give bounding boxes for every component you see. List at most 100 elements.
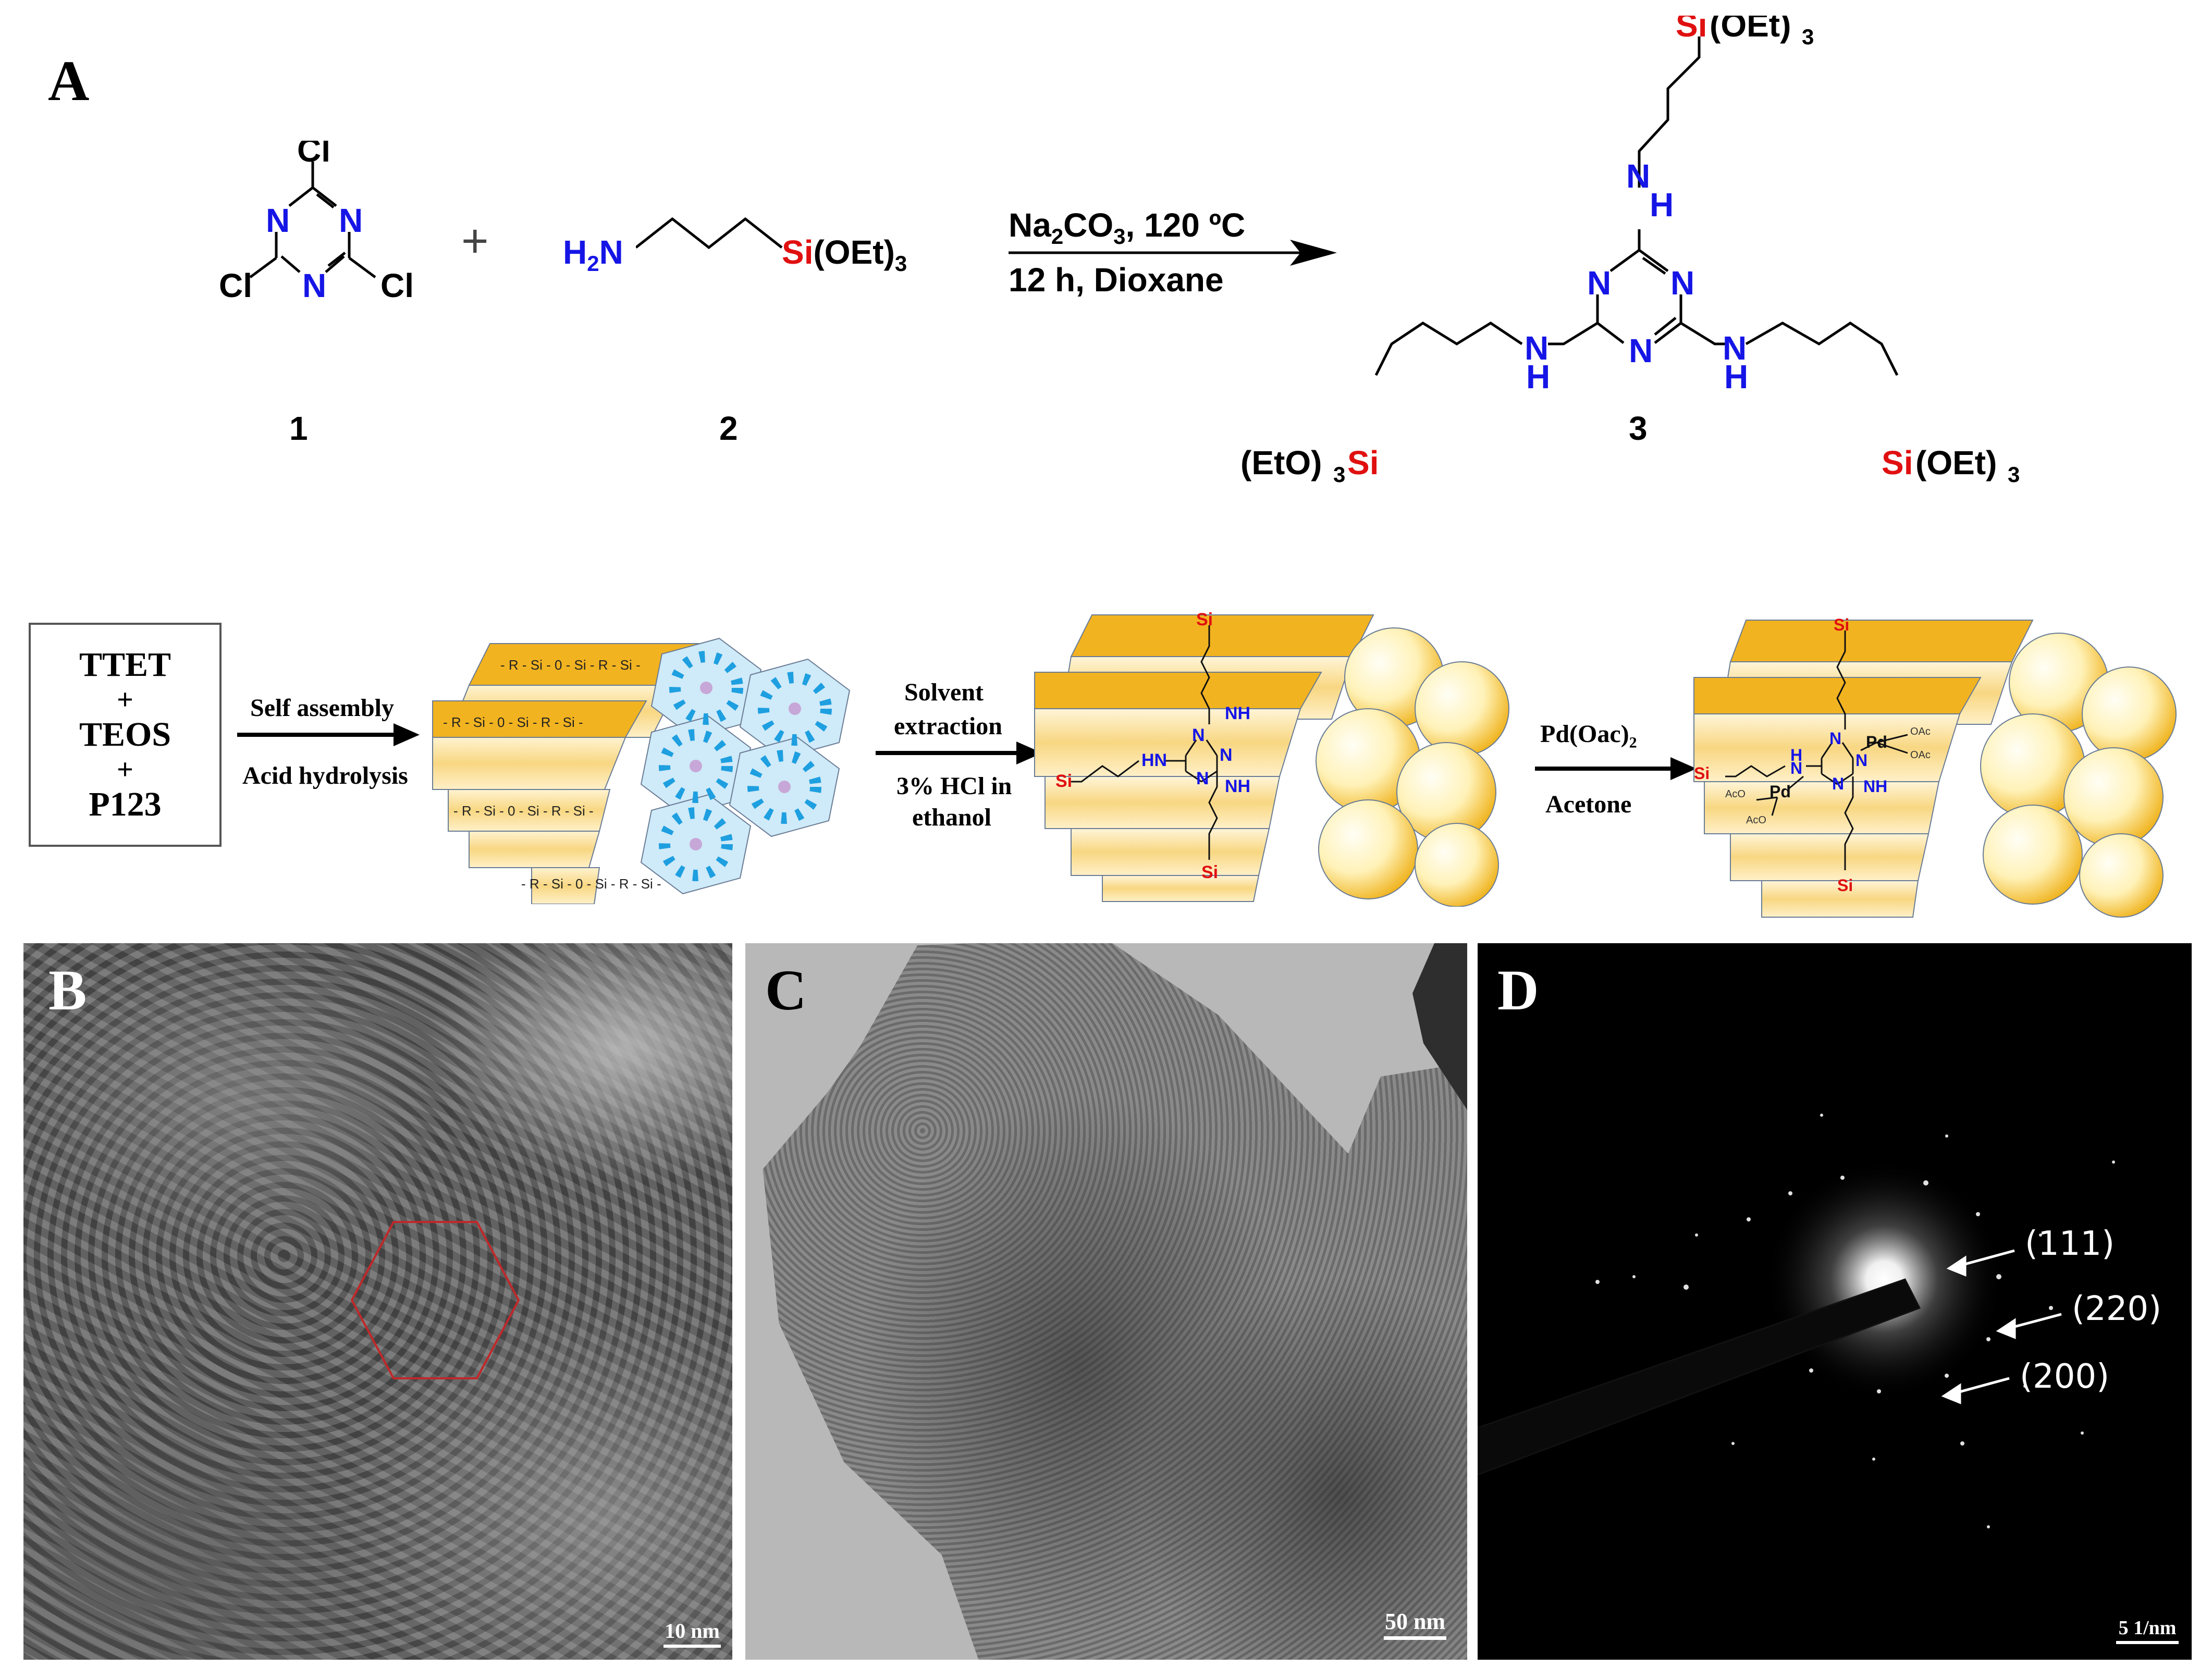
wall-row-4: - R - Si - 0 - Si - R - Si - — [521, 876, 661, 892]
pd-ring-n-1: N — [1829, 729, 1841, 748]
reagent-plus-2: + — [117, 754, 133, 786]
step2-arrow — [876, 742, 1042, 764]
aco-2: AcO — [1746, 814, 1766, 826]
pd-ring-n-3: N — [1832, 774, 1844, 793]
aptes-amine: H2N — [563, 233, 623, 276]
product-tris-silane-structure: Si (OEt) 3 N H N N N N H N H (EtO) 3 Si … — [1240, 16, 2020, 487]
si-top: Si — [1196, 610, 1213, 629]
tem-image-b: B 10 nm — [23, 943, 732, 1660]
reagent-plus-1: + — [117, 684, 133, 716]
pd-ring-n-2: N — [1855, 751, 1867, 770]
scale-label-d: 5 1/nm — [2118, 1617, 2177, 1639]
reagent-ttet: TTET — [79, 646, 171, 684]
plane-label-200: (200) — [2020, 1357, 2110, 1396]
aptes-silyl: Si(OEt)3 — [782, 233, 907, 276]
silyl-right-si: Si — [1882, 444, 1913, 482]
pd-nh-bottom: NH — [1863, 777, 1887, 796]
nh-bottom: NH — [1225, 776, 1250, 796]
si-bottom: Si — [1201, 862, 1218, 882]
pd-hn-n: N — [1790, 759, 1802, 777]
step2-label-bottom-1: 3% HCl in — [896, 772, 1012, 800]
pd-loaded-silica-illustration: Si N N N H N NH Si Si Pd Pd OAc OAc AcO … — [1693, 615, 2177, 918]
reagent-teos: TEOS — [79, 715, 171, 754]
scale-line-b — [663, 1645, 721, 1648]
step2-label-top-1: Solvent — [904, 678, 984, 706]
pd-si-left: Si — [1694, 764, 1710, 783]
cyanuric-chloride-structure: Cl N N N Cl Cl — [219, 141, 414, 304]
silyl-right-oet: (OEt) — [1915, 444, 1997, 482]
step2-label-top-2: extraction — [894, 712, 1002, 740]
panel-label-d: D — [1497, 958, 1539, 1022]
scale-label-b: 10 nm — [665, 1619, 720, 1643]
scale-bar-b: 10 nm — [663, 1621, 721, 1648]
step3-label-bottom: Acetone — [1545, 791, 1632, 818]
step1-label-bottom: Acid hydrolysis — [242, 762, 408, 789]
oac-2: OAc — [1910, 749, 1931, 761]
pd-atom-right: Pd — [1866, 733, 1887, 751]
saed-pattern-d: (111) (220) (200) D 5 1/nm — [1478, 943, 2192, 1660]
panel-label-a: A — [48, 49, 90, 113]
si-left: Si — [1055, 771, 1072, 791]
hexagonal-pore-outline — [350, 1221, 520, 1379]
n-right: N — [339, 202, 363, 239]
silyl-left-eto: (EtO) — [1240, 444, 1322, 482]
ring-n-2: N — [1220, 745, 1233, 765]
panel-label-b: B — [48, 958, 87, 1022]
step2-label-bottom-2: ethanol — [912, 804, 992, 831]
nh-right-h: H — [1724, 358, 1748, 396]
silyl-left-sub: 3 — [1333, 462, 1345, 487]
silyl-left-si: Si — [1347, 444, 1379, 482]
step3-label-top: Pd(Oac)2 — [1540, 720, 1637, 751]
silyl-right-sub: 3 — [2008, 462, 2020, 487]
silyl-top-sub: 3 — [1802, 24, 1814, 49]
reaction-arrow — [1009, 240, 1337, 266]
condition-line-2: 12 h, Dioxane — [1009, 261, 1224, 299]
ring-n-1: N — [1192, 725, 1205, 745]
wall-row-1: - R - Si - 0 - Si - R - Si - — [500, 657, 641, 673]
scale-line-c — [1384, 1636, 1446, 1640]
pd-si-top: Si — [1834, 615, 1849, 634]
scale-bar-c: 50 nm — [1384, 1610, 1446, 1640]
aco-1: AcO — [1725, 788, 1746, 800]
scale-line-d — [2116, 1641, 2179, 1644]
plane-label-220: (220) — [2072, 1290, 2162, 1328]
nh-left-h: H — [1526, 358, 1550, 396]
label-1: 1 — [289, 410, 308, 447]
nh-top-n: N — [1626, 157, 1650, 195]
pd-si-bottom: Si — [1837, 876, 1853, 895]
pd-hn-h: H — [1790, 746, 1802, 764]
condition-line-1: Na2CO3, 120 ºC — [1009, 206, 1246, 249]
aptes-chain — [636, 217, 783, 250]
diffraction-spots — [1478, 1114, 2115, 1528]
nh-left-n: N — [1525, 329, 1549, 367]
pd-atom-left: Pd — [1769, 782, 1791, 801]
oac-1: OAc — [1910, 726, 1931, 737]
ring-n-3: N — [1196, 769, 1209, 788]
particle-body — [763, 943, 1467, 1660]
reagent-p123: P123 — [89, 785, 162, 823]
step1-label-top: Self assembly — [250, 694, 394, 722]
n-left: N — [266, 202, 290, 239]
ring-n-left: N — [1587, 264, 1611, 302]
n-bottom: N — [302, 267, 326, 304]
label-2: 2 — [719, 410, 738, 447]
plane-label-111: (111) — [2025, 1225, 2115, 1263]
template-mesophase-illustration: - R - Si - 0 - Si - R - Si - - R - Si - … — [432, 637, 851, 904]
step3-arrow — [1535, 757, 1697, 780]
nh-right-n: N — [1723, 329, 1747, 367]
silyl-top-oet: (OEt) — [1710, 16, 1791, 44]
functionalized-silica-illustration: Si NH N N N HN NH Si Si — [1034, 610, 1509, 907]
plus-sign: + — [461, 215, 489, 267]
cl-right: Cl — [380, 267, 414, 304]
cl-left: Cl — [219, 267, 252, 304]
hn-left: HN — [1141, 750, 1167, 770]
nh-top-h: H — [1650, 186, 1674, 224]
ring-n-bottom: N — [1629, 332, 1653, 369]
scale-bar-d: 5 1/nm — [2116, 1618, 2179, 1644]
label-3: 3 — [1629, 410, 1648, 447]
scale-label-c: 50 nm — [1384, 1609, 1446, 1634]
nh-top: NH — [1225, 703, 1250, 723]
reagent-box: TTET + TEOS + P123 — [29, 623, 222, 847]
wall-row-3: - R - Si - 0 - Si - R - Si - — [453, 803, 594, 819]
cl-top: Cl — [297, 141, 330, 169]
